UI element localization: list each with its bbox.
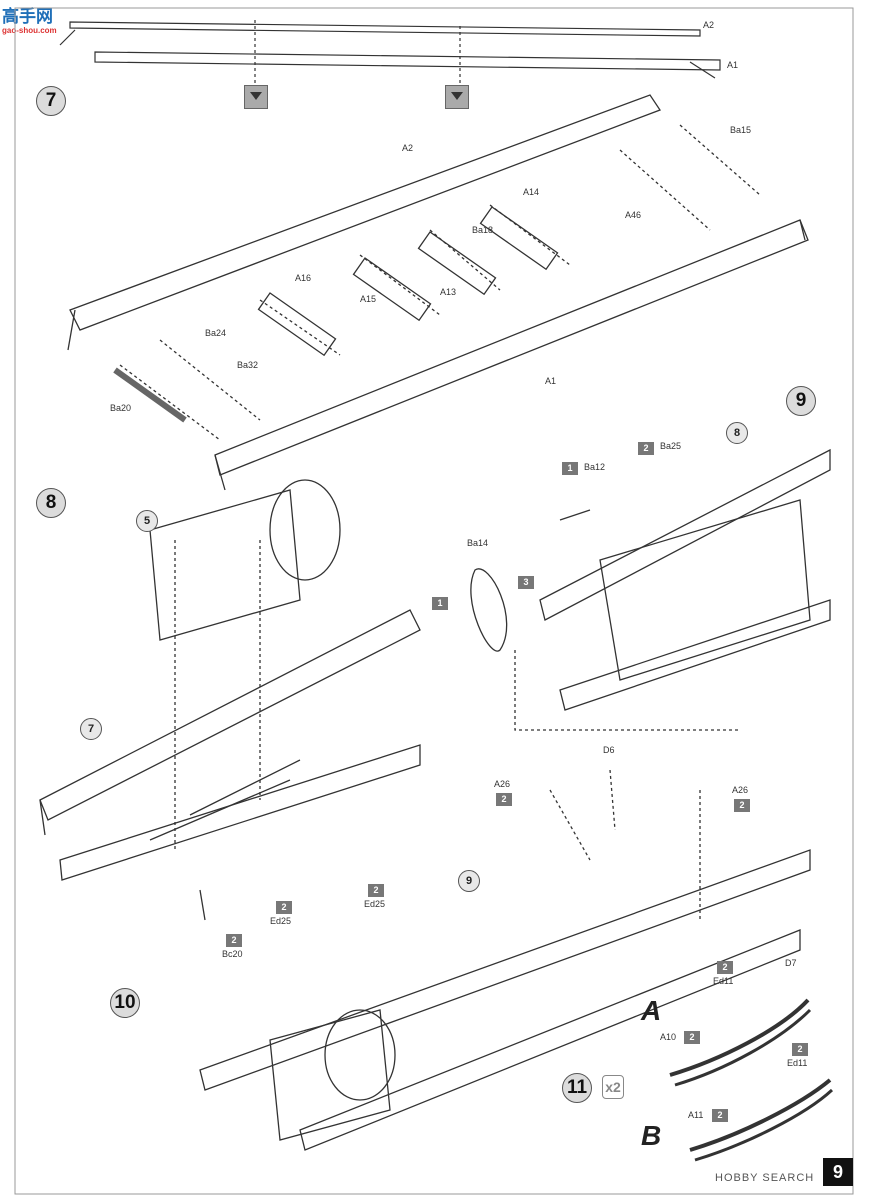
part-label: Ed11 [713,976,734,986]
step11-springs [669,998,834,1162]
sequence-number: 2 [496,793,512,806]
sequence-number: 2 [276,901,292,914]
part-label: Ed11 [787,1058,808,1068]
part-label: A1 [727,60,739,70]
part-label: A2 [703,20,715,30]
logo-domain: gao-shou.com [2,26,57,35]
sequence-number: 2 [684,1031,700,1044]
part-label: D6 [603,745,615,755]
part-label: Ba15 [730,125,752,135]
watermark: HOBBY SEARCH [715,1172,815,1184]
step-number: 8 [36,488,66,518]
part-label: A1 [545,376,557,386]
quantity-multiplier: x2 [602,1075,624,1099]
sequence-number: 3 [518,576,534,589]
sequence-number: 2 [638,442,654,455]
step7-frame [67,94,809,491]
step-number: 7 [36,86,66,116]
reference-step: 9 [458,870,480,892]
part-label: A26 [732,785,749,795]
part-label: Ba24 [205,328,227,338]
sequence-number: 1 [432,597,448,610]
page-number: 9 [823,1158,853,1186]
step-number: 10 [110,988,140,1018]
part-label: A15 [360,294,377,304]
part-label: Ba14 [467,538,489,548]
page-frame [14,7,854,1195]
step8-frame [39,479,421,921]
step-number: 9 [786,386,816,416]
reference-step: 7 [80,718,102,740]
part-label: Ba12 [584,462,606,472]
sequence-number: 2 [734,799,750,812]
step-number: 11 [562,1073,592,1103]
step10-frame [199,769,811,1151]
view-arrow-icon [445,85,469,109]
reference-step: 5 [136,510,158,532]
top-frame-rails [59,20,721,92]
part-label: A14 [523,187,540,197]
part-label: A13 [440,287,457,297]
step9-frame [470,448,831,731]
sequence-number: 2 [226,934,242,947]
part-label: A46 [625,210,642,220]
part-label: D7 [785,958,797,968]
part-label: A26 [494,779,511,789]
sequence-number: 2 [368,884,384,897]
part-label: Ba20 [110,403,132,413]
part-label: Ba32 [237,360,259,370]
sequence-number: 2 [712,1109,728,1122]
sequence-number: 2 [792,1043,808,1056]
part-label: Ed25 [270,916,292,926]
reference-step: 8 [726,422,748,444]
part-label: A11 [688,1110,704,1120]
part-label: Ba18 [472,225,494,235]
part-label: A16 [295,273,312,283]
part-label: Ed25 [364,899,386,909]
part-label: A10 [660,1032,677,1042]
sequence-number: 2 [717,961,733,974]
part-label: A2 [402,143,414,153]
variant-label: B [641,1120,662,1151]
part-label: Ba25 [660,441,682,451]
sequence-number: 1 [562,462,578,475]
part-label: Bc20 [222,949,243,959]
view-arrow-icon [244,85,268,109]
variant-label: A [641,995,662,1026]
